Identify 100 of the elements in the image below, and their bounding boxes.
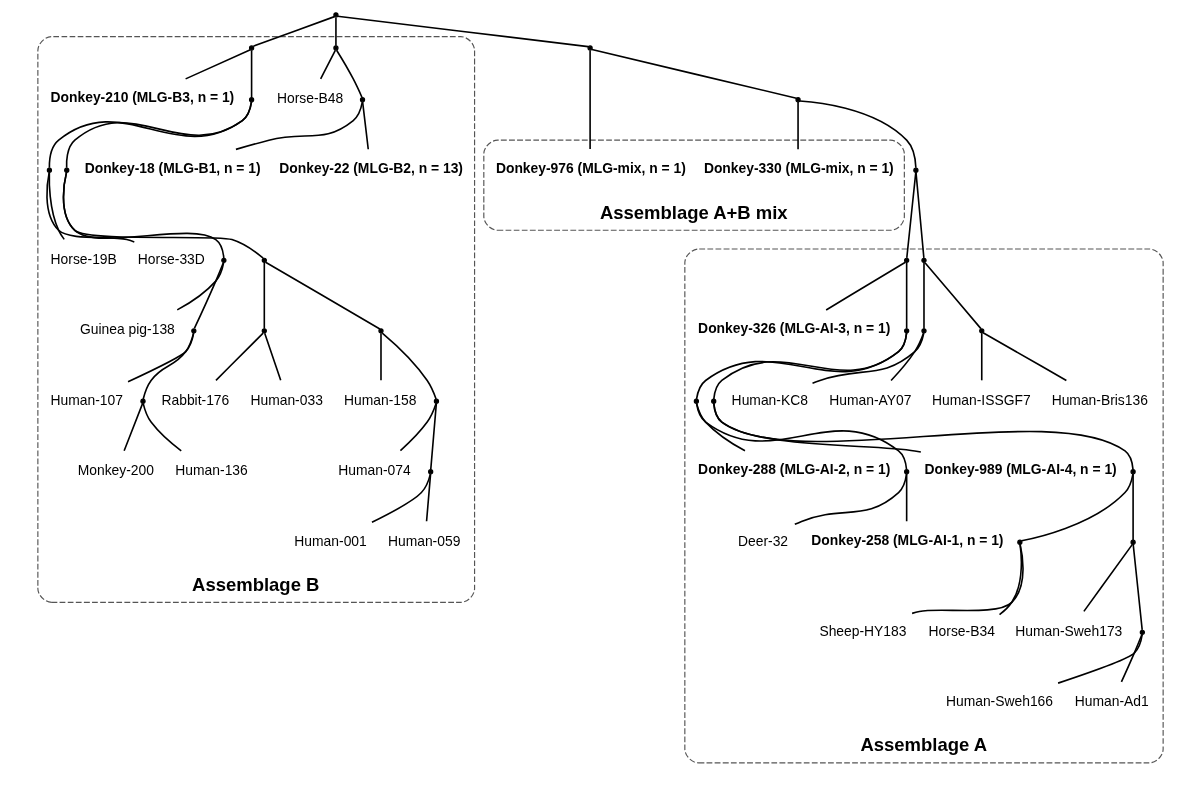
node-text: Donkey-989 (MLG-AI-4, n = 1) (924, 461, 1117, 478)
connector (45, 171, 135, 243)
connector (1056, 633, 1143, 684)
connector (905, 261, 907, 330)
connector (193, 261, 224, 330)
node-text: Donkey-258 (MLG-AI-1, n = 1) (810, 531, 1003, 548)
node-text: Horse-B34 (928, 622, 995, 639)
connector (923, 261, 982, 330)
connector (184, 48, 251, 80)
node-point (248, 45, 254, 51)
node-text: Donkey-326 (MLG-AI-3, n = 1) (697, 320, 890, 337)
node-point (903, 469, 909, 475)
connector (922, 261, 925, 330)
node-point (63, 167, 69, 173)
node-text: Human-ISSGF7 (931, 391, 1031, 408)
connector (141, 402, 182, 452)
connector (252, 15, 335, 47)
connector (429, 402, 437, 471)
node-point (427, 469, 433, 475)
connector (62, 171, 264, 259)
node-text: Human-158 (343, 391, 416, 408)
node-point (332, 45, 339, 51)
connector (379, 332, 382, 382)
node-text: Sheep-HY183 (818, 622, 907, 639)
node-point (433, 398, 439, 404)
node-text: Human-059 (387, 532, 460, 549)
node-point (261, 328, 267, 334)
node-text: Human-033 (249, 391, 323, 408)
node-point (586, 45, 593, 51)
connector (263, 261, 265, 330)
connector (793, 473, 907, 526)
node-point (794, 97, 801, 103)
connector (319, 49, 336, 80)
connector (399, 402, 437, 452)
node-text: Donkey-210 (MLG-B3, n = 1) (50, 89, 234, 106)
node-text: Human-001 (293, 532, 367, 549)
node-point (190, 328, 196, 334)
node-point (920, 257, 927, 263)
connector (712, 402, 1134, 471)
node-text: Horse-B48 (276, 90, 343, 107)
node-point (1139, 629, 1145, 635)
connector (361, 101, 369, 151)
node-point (248, 97, 254, 103)
node-point (978, 328, 984, 334)
connector (981, 331, 1067, 382)
connector (250, 49, 252, 99)
node-text: Deer-32 (737, 532, 788, 549)
node-text: Human-Bris136 (1051, 391, 1148, 408)
connector (796, 101, 799, 151)
node-text: Human-Sweh173 (1014, 622, 1122, 639)
connector (798, 100, 917, 169)
node-point (920, 328, 927, 334)
node-text: Human-074 (337, 462, 411, 479)
connector (824, 261, 906, 311)
connector (905, 171, 917, 259)
connector (336, 15, 589, 48)
node-point (710, 398, 716, 404)
connector (1020, 473, 1134, 542)
connector (263, 332, 281, 382)
connector (889, 332, 924, 382)
node-text: Donkey-288 (MLG-AI-2, n = 1) (697, 461, 890, 478)
node-text: Human-KC8 (731, 391, 808, 408)
node-point (139, 398, 146, 404)
connector (234, 101, 363, 151)
connector (334, 16, 337, 47)
connector (1131, 543, 1143, 631)
connector (122, 402, 143, 452)
node-text: Guinea pig-138 (79, 321, 175, 338)
node-point (1129, 539, 1136, 545)
node-point (693, 398, 699, 404)
node-point (1016, 539, 1023, 545)
node-text: Monkey-200 (77, 462, 154, 479)
node-point (912, 167, 919, 173)
connector (910, 543, 1024, 615)
node-point (332, 12, 339, 18)
node-text: Donkey-976 (MLG-mix, n = 1) (495, 159, 686, 176)
connector (141, 332, 194, 400)
connector (695, 402, 907, 471)
connector (1120, 633, 1143, 683)
node-text: Human-Sweh166 (945, 693, 1053, 710)
node-point (261, 257, 267, 263)
node-text: Donkey-18 (MLG-B1, n = 1) (84, 159, 261, 176)
node-text: Human-136 (174, 462, 248, 479)
connector (214, 332, 264, 382)
node-point (359, 97, 365, 103)
connector (590, 48, 797, 99)
connector (998, 543, 1022, 616)
connector (811, 332, 925, 384)
node-text: Donkey-330 (MLG-mix, n = 1) (703, 159, 894, 176)
connector (264, 261, 381, 330)
node-text: Human-107 (50, 391, 123, 408)
node-text: Rabbit-176 (160, 391, 229, 408)
node-text: Donkey-22 (MLG-B2, n = 13) (278, 159, 463, 176)
connector (1082, 543, 1133, 613)
connector (335, 49, 363, 99)
connector (905, 473, 907, 523)
node-point (220, 257, 227, 263)
node-point (1129, 469, 1136, 475)
node-point (903, 257, 909, 263)
connector (980, 332, 983, 382)
